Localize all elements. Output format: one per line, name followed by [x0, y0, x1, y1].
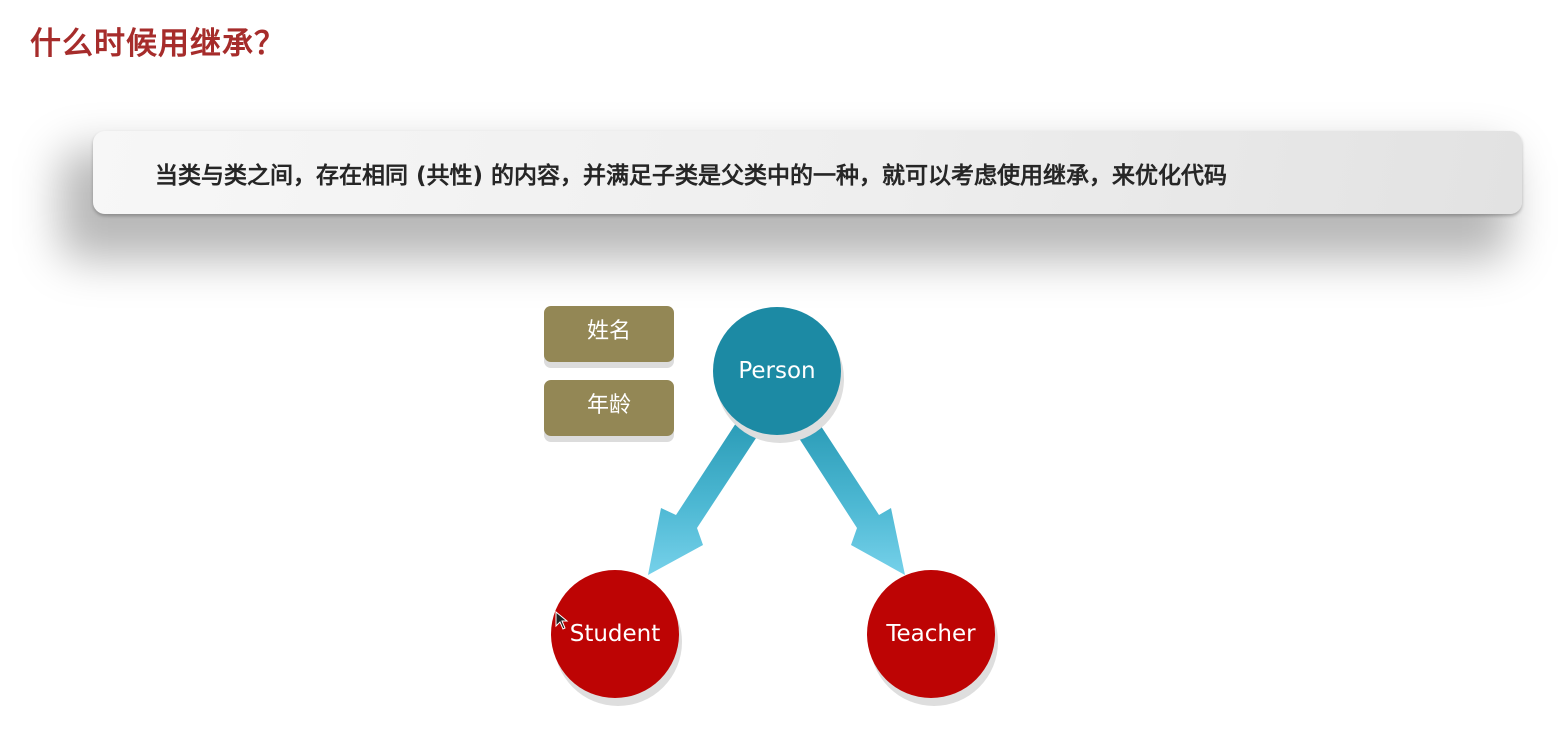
attribute-name-box: 姓名 [544, 306, 674, 362]
slide-title: 什么时候用继承？ [30, 26, 286, 62]
arrow-person-to-teacher [795, 420, 905, 575]
arrow-person-to-student [648, 420, 760, 575]
person-node: Person [713, 307, 841, 435]
attribute-age-box: 年龄 [544, 380, 674, 436]
definition-banner: 当类与类之间，存在相同 (共性) 的内容，并满足子类是父类中的一种，就可以考虑使… [93, 131, 1522, 214]
banner-text: 当类与类之间，存在相同 (共性) 的内容，并满足子类是父类中的一种，就可以考虑使… [155, 163, 1228, 189]
teacher-node: Teacher [867, 570, 995, 698]
mouse-cursor-icon [555, 611, 569, 630]
student-node: Student [551, 570, 679, 698]
